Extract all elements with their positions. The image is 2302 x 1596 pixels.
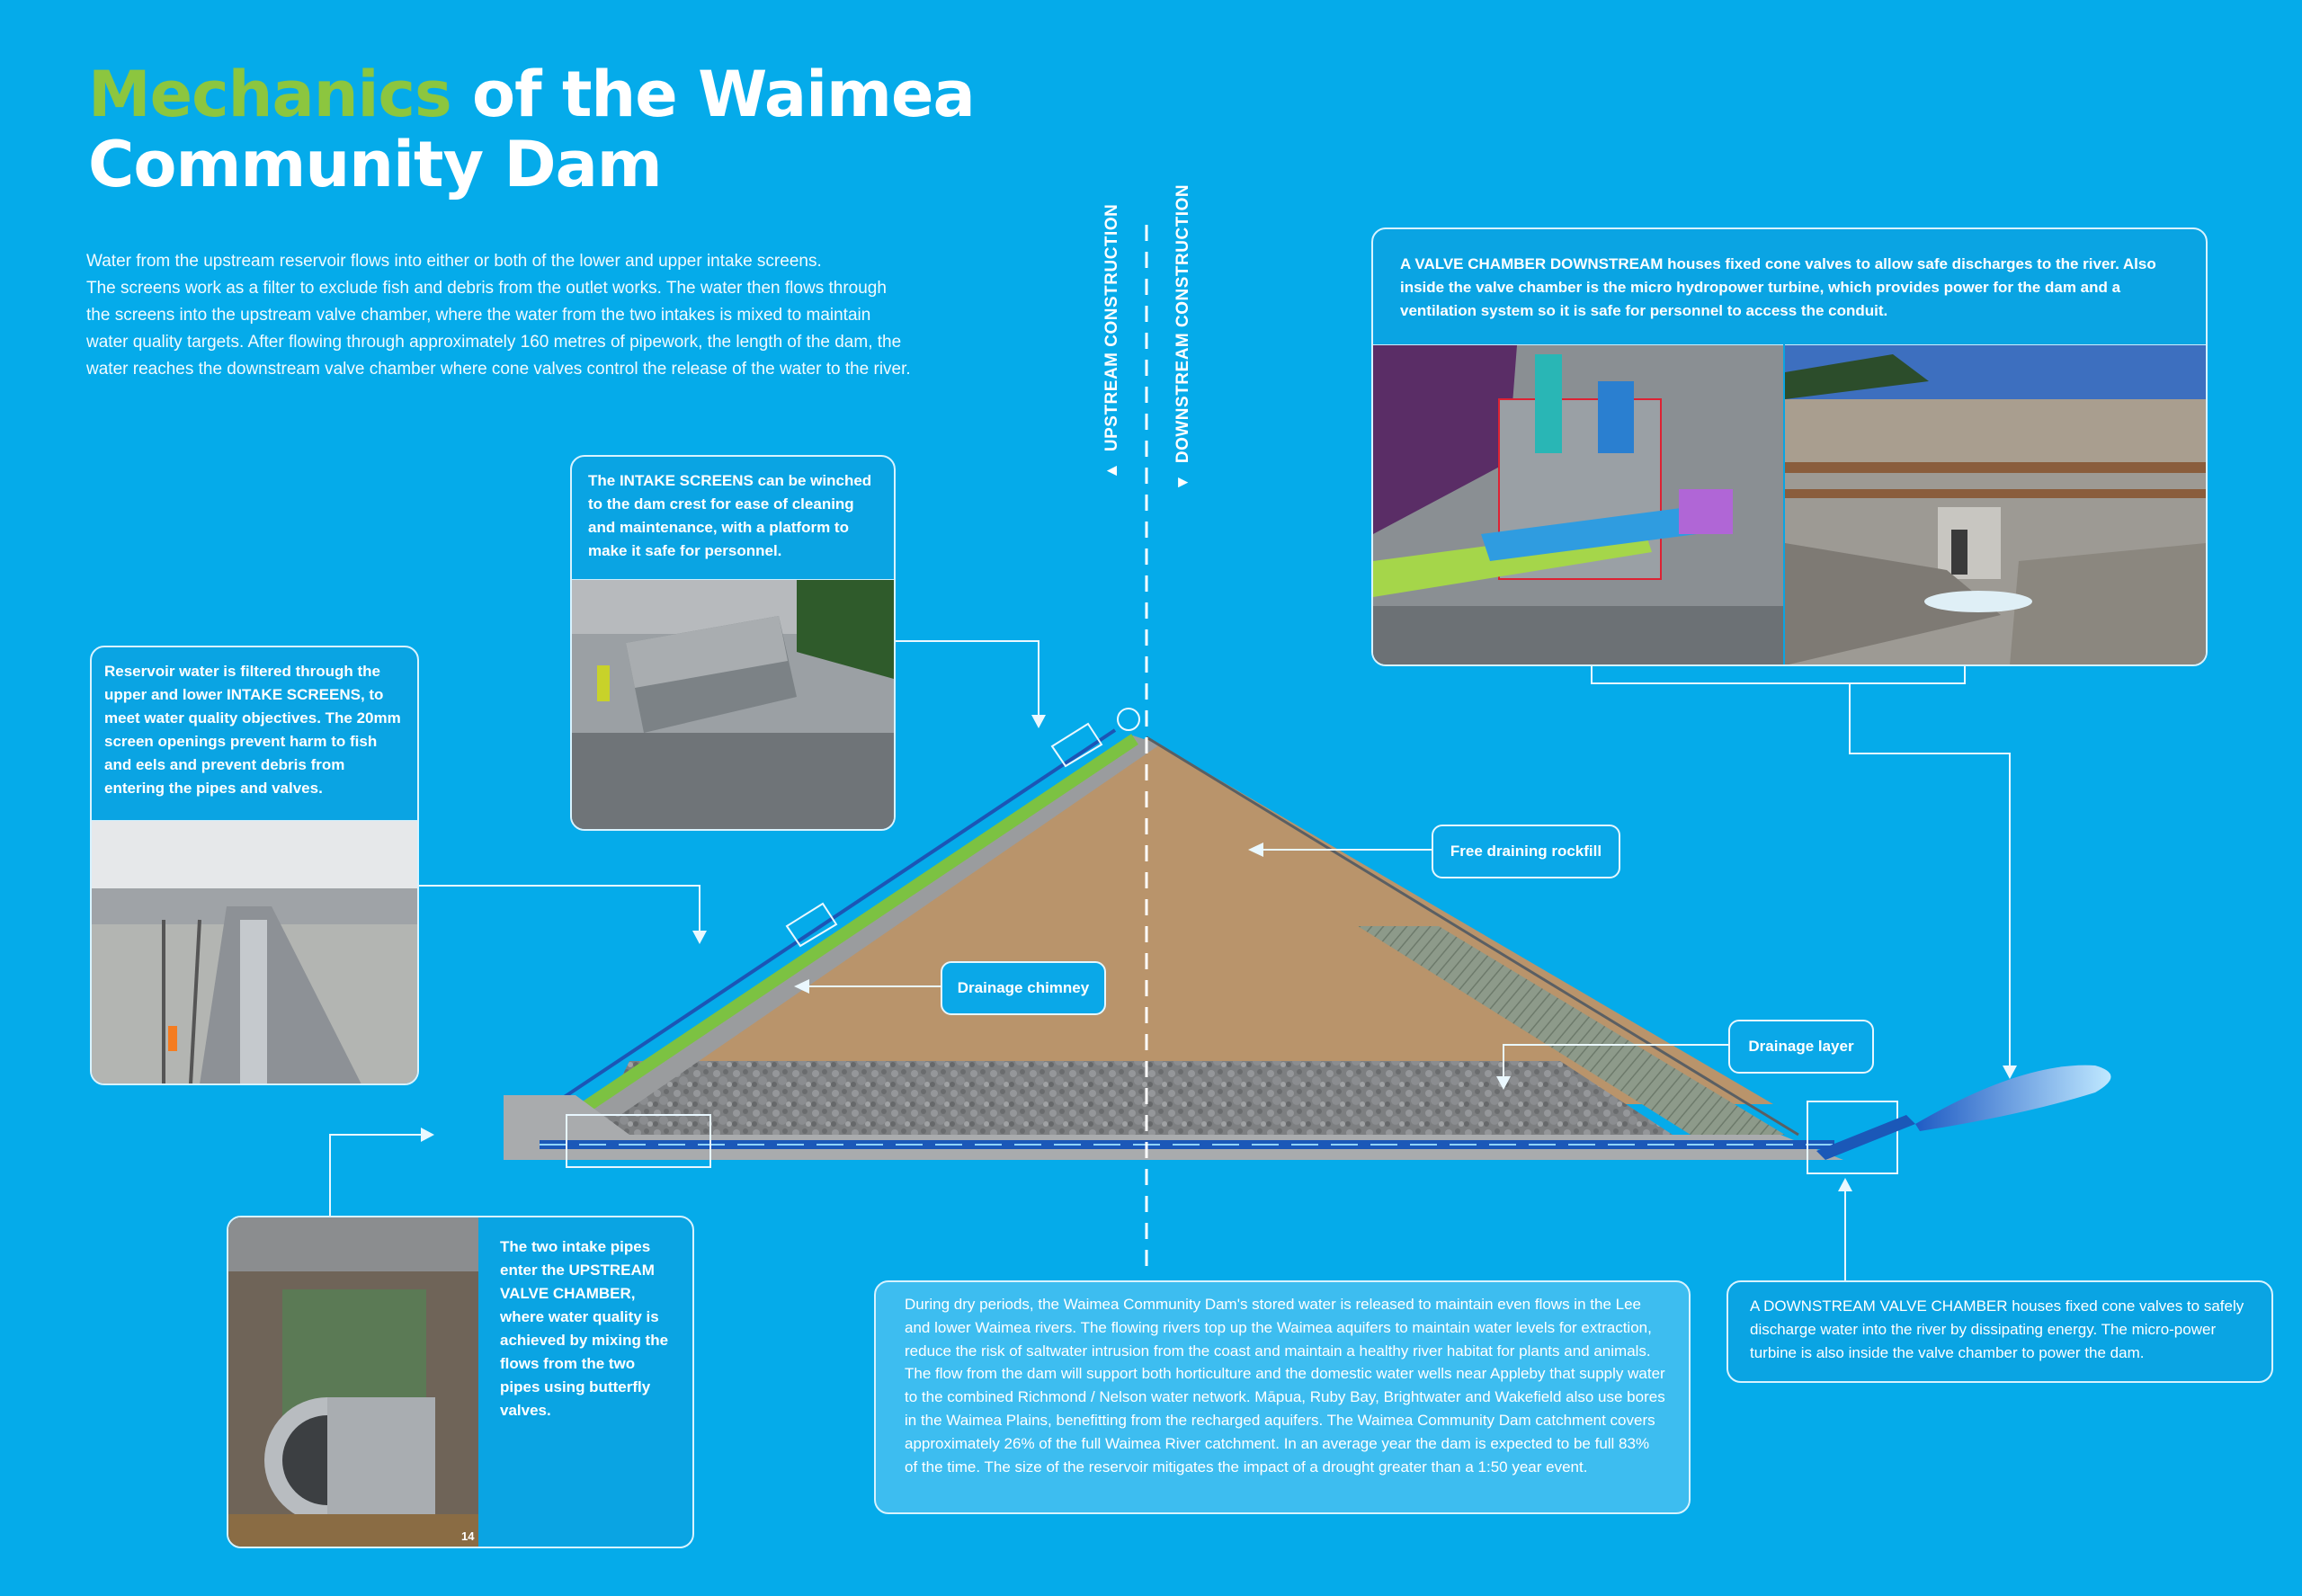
upstream-valve-chamber-photo [228,1217,478,1547]
intro-line: water reaches the downstream valve chamb… [86,360,911,379]
down-arrow-icon: ▼ [1173,473,1192,491]
card-text: During dry periods, the Waimea Community… [905,1296,1665,1476]
tag-drainage-chimney: Drainage chimney [941,961,1106,1015]
tag-free-draining-rockfill: Free draining rockfill [1432,825,1620,878]
downstream-face-zone [1358,926,1785,1135]
upstream-construction-label: ▲ UPSTREAM CONSTRUCTION [1102,203,1121,479]
drainage-gravel-layer [593,1061,1673,1135]
downstream-outlet-photo [1785,344,2206,664]
intake-screen-rail [556,728,1117,1103]
intro-line: The screens work as a filter to exclude … [86,279,887,298]
intro-line: water quality targets. After flowing thr… [86,333,902,352]
intake-screen-photo [572,579,894,829]
card-reservoir-filter: Reservoir water is filtered through the … [90,646,419,1085]
intake-pipes-photo [92,820,417,1083]
card-intake-screens: The INTAKE SCREENS can be winched to the… [570,455,896,831]
discharge-spray [1915,1065,2111,1131]
title-line2: Community Dam [88,128,663,201]
intro-paragraph: Water from the upstream reservoir flows … [86,248,977,383]
downstream-valve-chamber-box [1807,1101,1898,1174]
card-text: The two intake pipes enter the UPSTREAM … [500,1238,669,1419]
page-number: 14 [461,1529,475,1543]
crest-winch [1117,708,1140,731]
title-rest: of the Waimea [451,58,976,131]
page-title: Mechanics of the Waimea Community Dam [88,58,976,201]
card-text: A DOWNSTREAM VALVE CHAMBER houses fixed … [1750,1297,2244,1361]
title-accent: Mechanics [88,58,452,131]
card-downstream-valve-chamber: A DOWNSTREAM VALVE CHAMBER houses fixed … [1726,1280,2273,1383]
tag-drainage-layer: Drainage layer [1728,1020,1874,1074]
upstream-face-lining [581,734,1138,1113]
intro-line: Water from the upstream reservoir flows … [86,252,822,271]
card-text: The INTAKE SCREENS can be winched to the… [588,472,872,559]
card-upstream-valve-chamber: 14 The two intake pipes enter the UPSTRE… [227,1216,694,1548]
valve-chamber-3d-render [1373,344,1783,664]
card-text: A VALVE CHAMBER DOWNSTREAM houses fixed … [1400,255,2156,319]
intro-line: the screens into the upstream valve cham… [86,306,871,325]
up-arrow-icon: ▲ [1102,461,1121,479]
card-text: Reservoir water is filtered through the … [104,663,401,797]
upstream-valve-chamber-box [566,1114,711,1168]
card-valve-chamber-downstream: A VALVE CHAMBER DOWNSTREAM houses fixed … [1371,227,2208,666]
downstream-construction-label: ▼ DOWNSTREAM CONSTRUCTION [1173,183,1192,491]
card-dry-periods: During dry periods, the Waimea Community… [874,1280,1691,1514]
